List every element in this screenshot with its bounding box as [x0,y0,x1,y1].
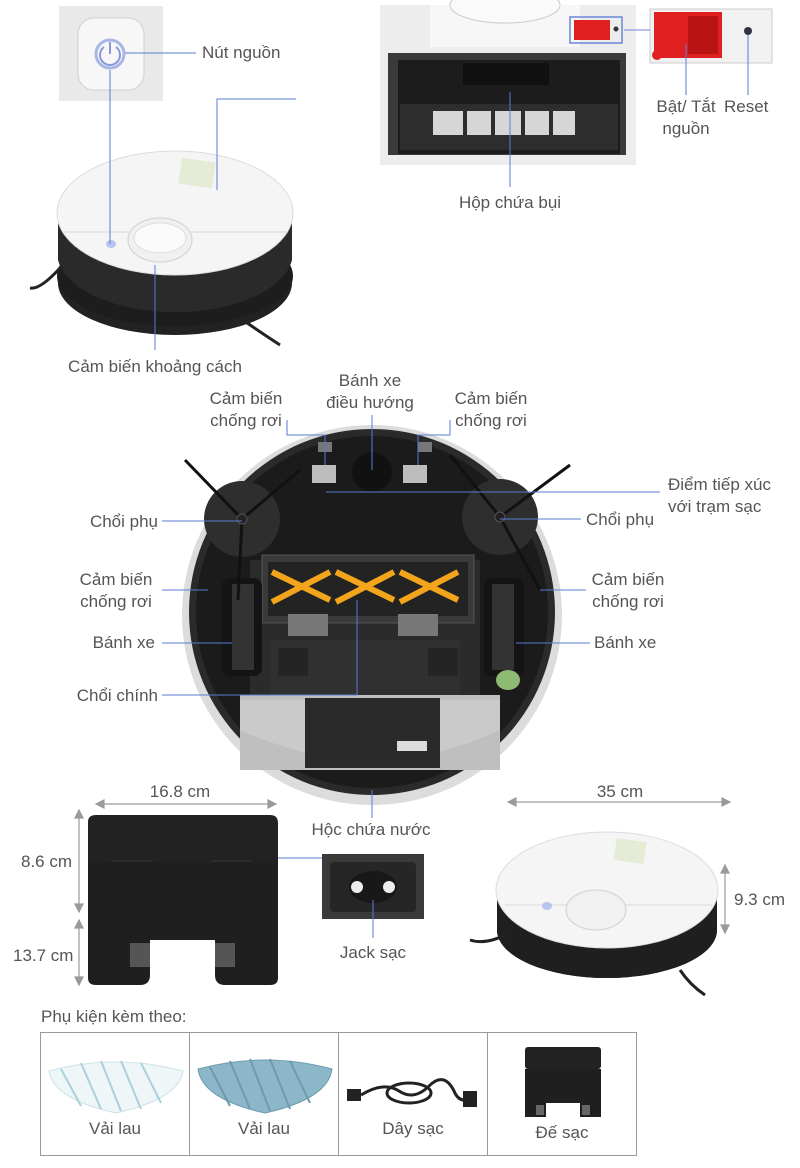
robot-side-view [469,831,719,997]
accessory-label: Dây sạc [382,1119,444,1138]
label-robot-height: 9.3 cm [734,890,786,909]
accessory-mop-pad-2: Vải lau [189,1032,339,1156]
accessory-label: Đế sạc [535,1123,589,1142]
dust-box-image [380,0,636,165]
accessory-mop-pad-1: Vải lau [40,1032,190,1156]
power-switch-zoom [624,8,773,64]
mop-pad-blue-image [197,1058,333,1114]
label-nav-wheel: Bánh xe điều hướng [326,371,414,412]
leader-lines [109,35,749,938]
label-side-brush-left: Chổi phụ [89,512,158,531]
label-dock-depth: 13.7 cm [13,946,74,965]
label-cliff-sensor-mid-left: Cảm biến chống rơi [79,570,153,611]
accessory-charging-dock: Đế sạc [487,1032,637,1156]
accessory-label: Vải lau [238,1119,290,1138]
label-distance-sensor: Cảm biến khoảng cách [68,357,242,376]
label-reset: Reset [724,97,769,116]
label-power-switch: Bật/ Tắt nguồn [656,97,716,138]
accessories-title: Phụ kiện kèm theo: [41,1007,187,1026]
side-brush-right [448,454,571,591]
side-brush-left [183,458,301,601]
mop-pad-white-image [48,1060,184,1114]
label-power-button: Nút nguồn [202,43,281,62]
label-side-brush-right: Chổi phụ [586,510,655,529]
label-dock-height: 8.6 cm [21,852,73,871]
label-robot-diameter: 35 cm [596,782,644,801]
label-cliff-sensor-mid-right: Cảm biến chống rơi [591,570,665,611]
label-charge-jack: Jack sạc [339,943,407,962]
charging-dock-image [525,1047,601,1117]
accessory-power-cord: Dây sạc [338,1032,488,1156]
dimension-arrows [74,797,732,987]
label-charge-contacts: Điểm tiếp xúc với trạm sạc [668,475,771,516]
robot-bottom-view [182,425,571,805]
label-dust-box: Hộp chứa bụi [458,193,562,212]
label-wheel-right: Bánh xe [594,633,657,652]
label-main-brush: Chổi chính [76,686,158,705]
charging-dock [87,815,278,985]
label-cliff-sensor-top-left: Cảm biến chống rơi [209,389,283,430]
power-icon [99,42,121,66]
label-water-tank: Hộc chứa nước [311,820,431,839]
robot-top-view [29,150,294,347]
power-cord-image [347,1078,477,1107]
label-wheel-left: Bánh xe [92,633,155,652]
main-brush-bristles [270,569,460,605]
label-dock-width: 16.8 cm [149,782,211,801]
label-cliff-sensor-top-right: Cảm biến chống rơi [454,389,528,430]
accessory-label: Vải lau [89,1119,141,1138]
